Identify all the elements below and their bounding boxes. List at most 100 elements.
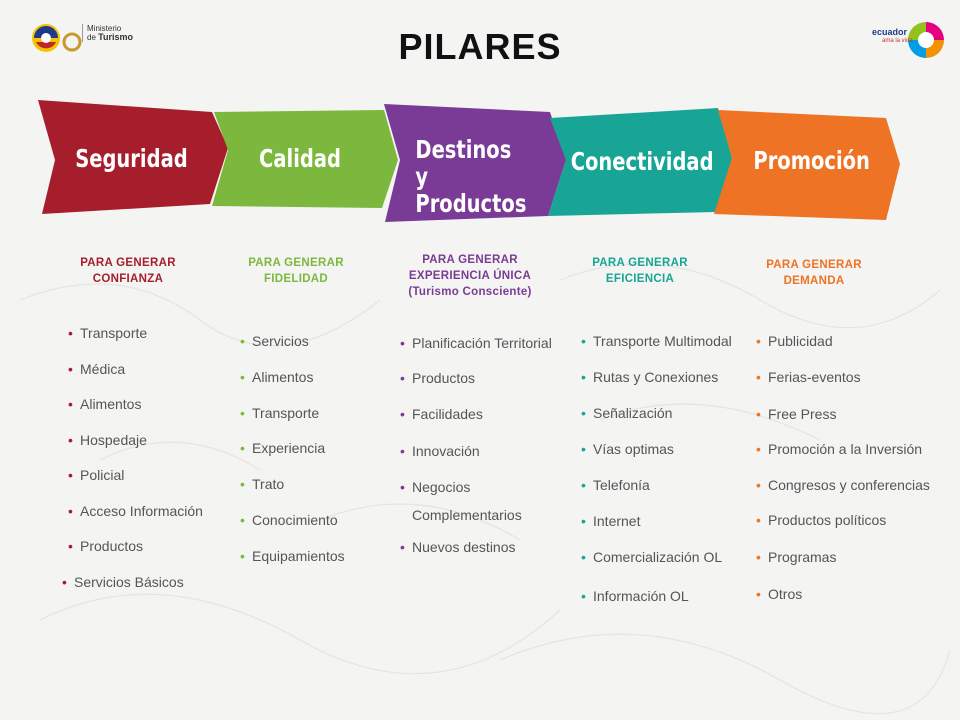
page-title: PILARES [398,26,562,67]
ministry-line1: Ministerio [87,24,122,33]
ministry-line2: de [87,33,96,42]
bullet-icon: • [400,335,405,351]
bullet-icon: • [240,440,245,457]
list-item: •Conocimiento [240,511,338,528]
bullet-icon: • [756,369,761,385]
subhead-calidad-line2: FIDELIDAD [263,273,329,285]
bullet-icon: • [581,513,586,529]
bullet-icon: • [68,325,73,341]
list-item: •Transporte Multimodal [581,333,732,349]
list-destinos: •Planificación Territorial •Productos •F… [400,335,560,569]
bullet-icon: • [756,512,761,528]
ministry-name: Ministerio de Turismo [82,24,133,42]
bullet-icon: • [756,549,761,565]
list-item: •Congresos y conferencias [756,477,930,493]
subhead-calidad-line1: PARA GENERAR [248,257,344,269]
list-item: •Facilidades [400,406,483,422]
subhead-promocion: PARA GENERAR DEMANDA [744,257,884,289]
list-item: •Nuevos destinos [400,539,516,555]
bullet-icon: • [240,511,245,528]
list-item: •Transporte [68,325,148,341]
list-promocion: •Publicidad •Ferias-eventos •Free Press … [756,333,946,622]
list-item: •Servicios Básicos [62,573,184,590]
bullet-icon: • [68,502,73,519]
bullet-icon: • [240,368,245,385]
banner-segment-destinos [384,104,566,222]
pillar-conectividad-label: Conectividad [570,147,714,176]
bullet-icon: • [68,431,73,448]
subhead-destinos: PARA GENERAR EXPERIENCIA ÚNICA (Turismo … [384,252,556,300]
brand-tagline: ama la vida [882,38,913,44]
bullet-icon: • [240,404,245,421]
bullet-icon: • [756,333,761,349]
pillar-promocion-label: Promoción [753,146,870,175]
ecuador-brand-logo-icon [908,22,944,58]
list-item: •Hospedaje [68,431,147,448]
bullet-icon: • [400,443,405,459]
subhead-conectividad-line2: EFICIENCIA [605,273,675,285]
bullet-icon: • [68,396,73,412]
subhead-seguridad-line2: CONFIANZA [92,273,164,285]
pillar-seguridad-label: Seguridad [75,144,188,173]
bullet-icon: • [68,467,73,483]
list-item: •Médica [68,360,126,377]
list-item: •Productos [68,538,144,554]
list-item: •Servicios [240,333,309,349]
banner-segment-conectividad [548,108,732,216]
subhead-destinos-line3: (Turismo Consciente) [408,286,532,298]
list-item: •Experiencia [240,440,326,457]
pillar-destinos-label-line2: Productos [415,189,527,218]
list-item: •Equipamientos [240,547,345,564]
ministry-line3: Turismo [98,32,133,42]
bullet-icon: • [581,333,586,349]
bullet-icon: • [756,477,761,493]
subhead-destinos-line1: PARA GENERAR [422,254,518,266]
bullet-icon: • [581,405,586,421]
list-item: •Innovación [400,443,480,459]
bullet-icon: • [240,547,245,564]
banner-segment-calidad [212,110,398,208]
list-item: •Transporte [240,404,320,421]
bullet-icon: • [400,370,405,386]
list-item: •Otros [756,586,803,602]
bullet-icon: • [756,441,761,457]
list-calidad: •Servicios •Alimentos •Transporte •Exper… [240,333,380,584]
list-item: •Trato [240,476,285,493]
list-item: •Alimentos [240,368,314,385]
list-item: •Rutas y Conexiones [581,369,719,385]
list-conectividad: •Transporte Multimodal •Rutas y Conexion… [581,333,741,624]
pillars-banner [38,100,900,222]
list-item: •Vías optimas [581,441,674,457]
list-item: •Programas [756,549,837,565]
bullet-icon: • [400,479,405,495]
bullet-icon: • [400,539,405,555]
bullet-icon: • [581,477,586,493]
ministerio-turismo-logo-icon [32,24,82,52]
subhead-destinos-line2: EXPERIENCIA ÚNICA [408,270,532,282]
brand-name: ecuador [872,27,908,37]
subhead-conectividad-line1: PARA GENERAR [592,257,688,269]
pillar-destinos-label-line1: Destinos y [415,135,512,191]
bullet-icon: • [756,406,761,422]
bullet-icon: • [581,588,586,604]
list-item: •Planificación Territorial [400,335,552,351]
list-item: •Información OL [581,588,689,604]
bullet-icon: • [756,586,761,602]
pillar-destinos-label: Destinos y Productos [415,135,527,218]
list-item: Complementarios [412,507,522,523]
bullet-icon: • [240,476,245,493]
list-item: •Comercialización OL [581,549,723,565]
list-item: •Productos políticos [756,512,887,528]
subhead-seguridad: PARA GENERAR CONFIANZA [58,255,198,287]
bullet-icon: • [240,333,245,349]
list-item: •Internet [581,513,641,529]
bullet-icon: • [62,573,67,590]
bullet-icon: • [400,406,405,422]
pillar-calidad-label: Calidad [259,144,341,173]
bullet-icon: • [581,369,586,385]
banner-segment-promocion [714,110,900,220]
bullet-icon: • [581,549,586,565]
list-item: •Señalización [581,405,673,421]
subhead-seguridad-line1: PARA GENERAR [80,257,176,269]
